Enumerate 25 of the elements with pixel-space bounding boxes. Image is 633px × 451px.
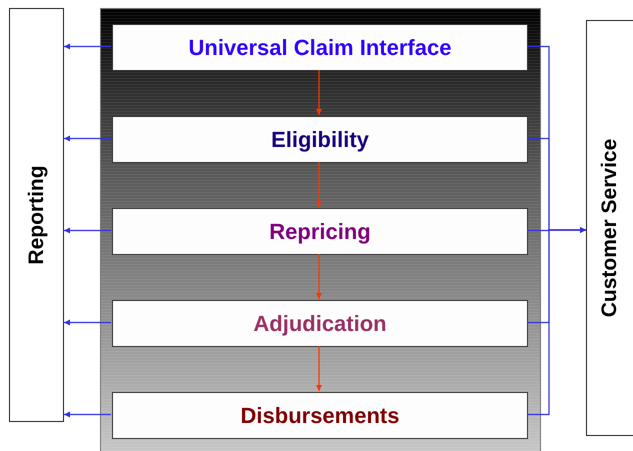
process-box bbox=[112, 116, 528, 163]
arrow bbox=[316, 346, 322, 391]
arrow bbox=[527, 227, 586, 416]
process-box bbox=[112, 300, 528, 347]
arrow bbox=[64, 228, 111, 234]
arrow bbox=[64, 136, 111, 142]
arrow bbox=[316, 162, 322, 207]
process-box bbox=[112, 208, 528, 255]
box-label: Disbursements bbox=[240, 402, 400, 428]
box-label: Reporting bbox=[24, 165, 48, 265]
process-box bbox=[112, 24, 528, 71]
arrow bbox=[64, 44, 111, 50]
side-panel bbox=[9, 8, 64, 422]
side-panel bbox=[586, 20, 633, 436]
arrow bbox=[64, 320, 111, 326]
box-label: Repricing bbox=[269, 218, 371, 244]
box-label: Universal Claim Interface bbox=[188, 34, 452, 60]
box-label: Customer Service bbox=[598, 138, 622, 318]
arrow bbox=[316, 254, 322, 299]
arrow bbox=[64, 412, 111, 418]
process-box bbox=[112, 392, 528, 439]
box-label: Eligibility bbox=[271, 126, 369, 152]
gradient-panel bbox=[100, 8, 541, 451]
arrow bbox=[316, 70, 322, 115]
box-label: Adjudication bbox=[253, 310, 387, 336]
